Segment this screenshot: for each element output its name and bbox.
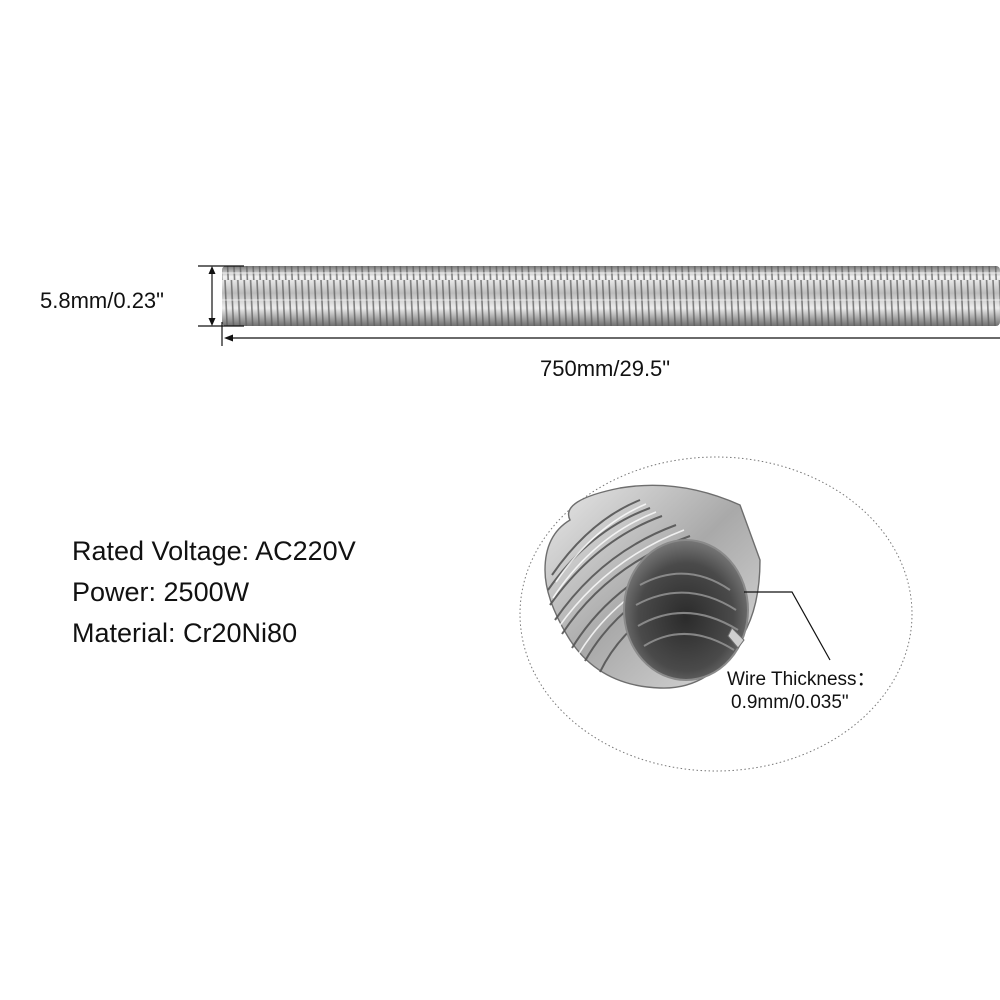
spec-rated-voltage: Rated Voltage: AC220V [72, 536, 356, 566]
length-dimension [221, 322, 1000, 346]
detail-callout-circle [519, 456, 913, 772]
wire-thickness-title: Wire Thickness： [727, 669, 876, 690]
diameter-dimension [198, 265, 244, 327]
wire-thickness-leader [744, 591, 831, 661]
diameter-label: 5.8mm/0.23" [40, 288, 164, 313]
length-label: 750mm/29.5" [540, 356, 671, 381]
coil-closeup [544, 484, 761, 689]
wire-thickness-value: 0.9mm/0.035" [731, 692, 849, 713]
spec-material: Material: Cr20Ni80 [72, 618, 298, 648]
spec-power: Power: 2500W [72, 577, 250, 607]
heating-coil-long [222, 266, 1000, 326]
